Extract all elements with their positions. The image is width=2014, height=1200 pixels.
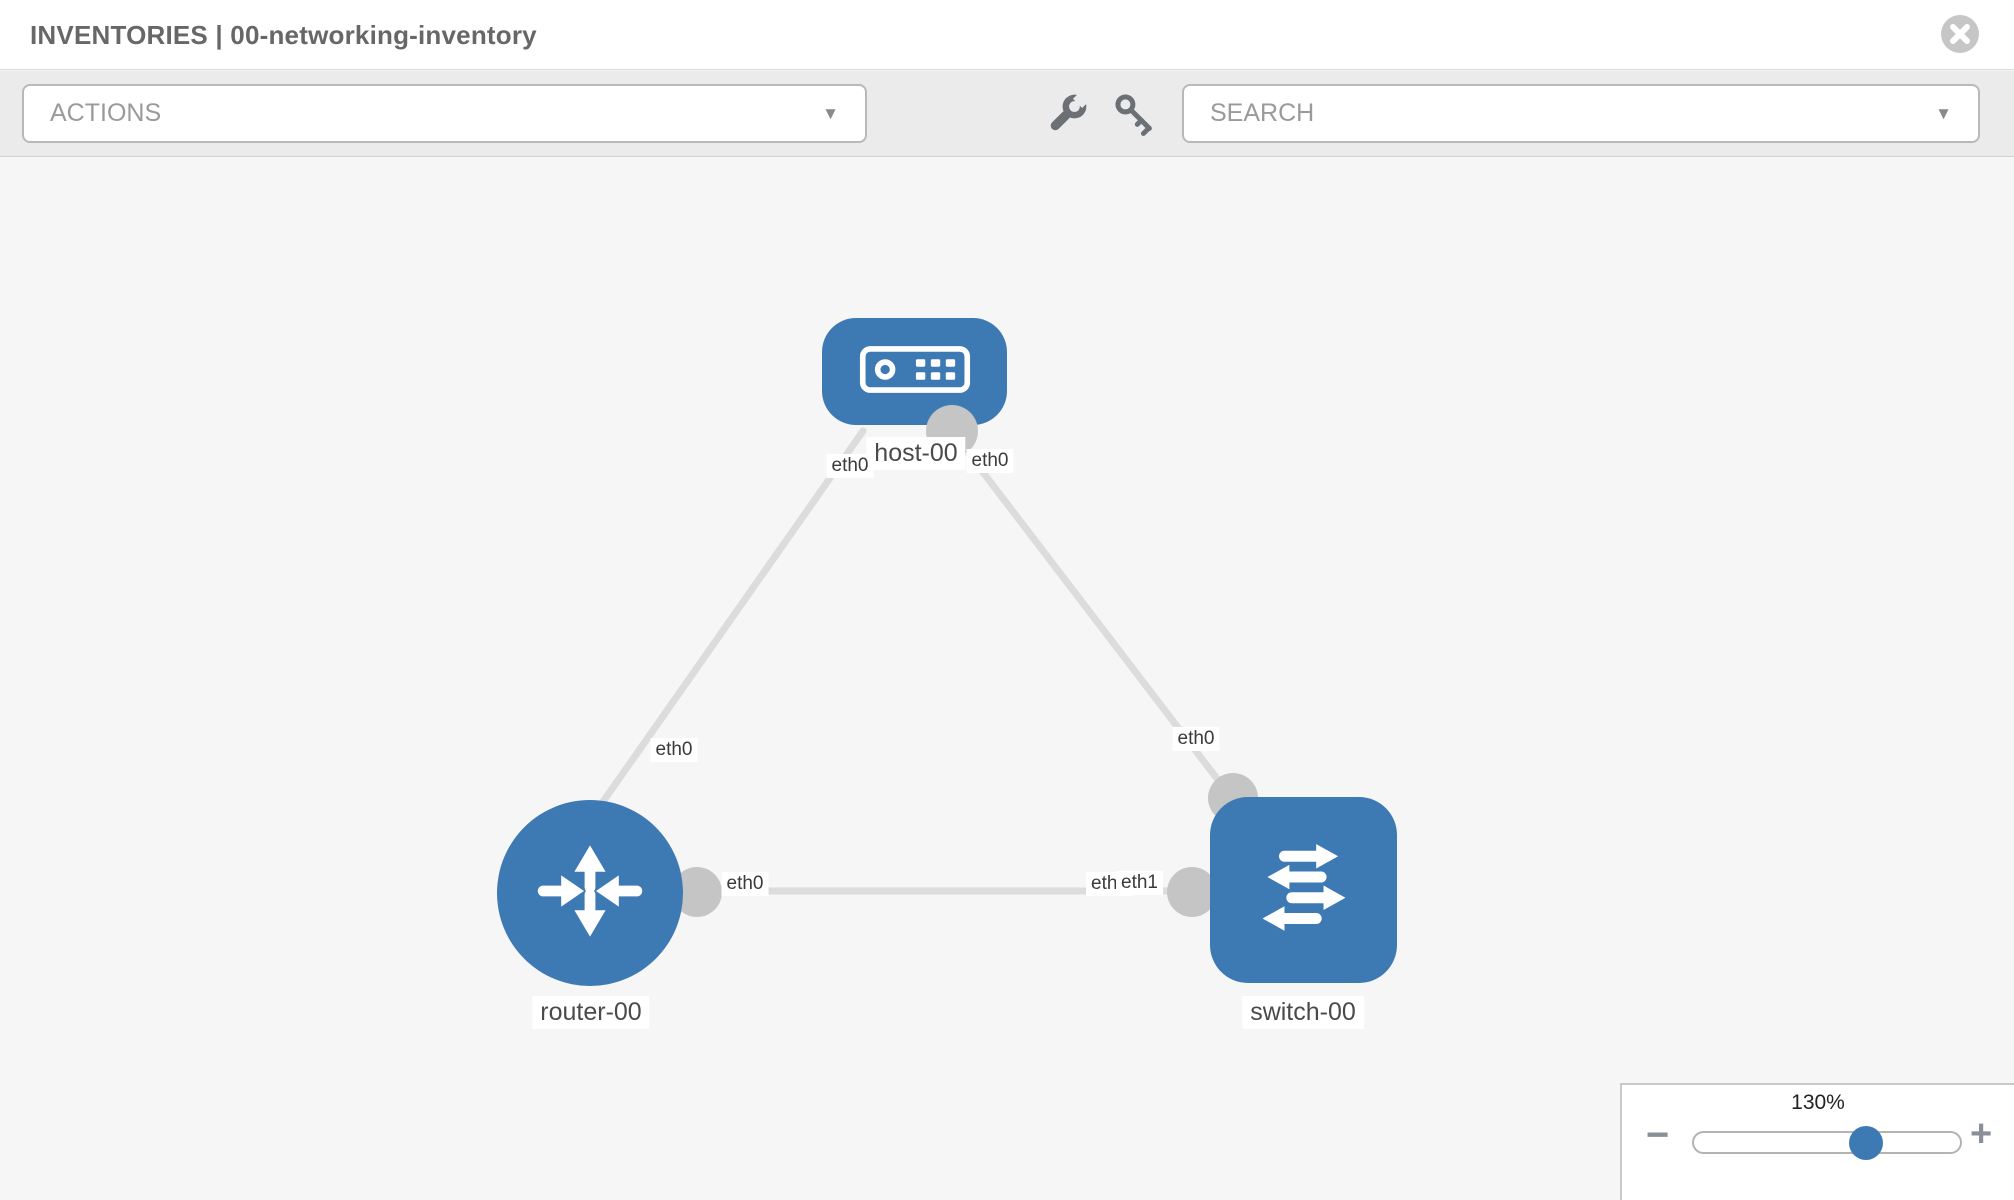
topology-canvas[interactable] xyxy=(0,157,2014,1200)
iface-label-switch-top: eth0 xyxy=(1172,727,1220,751)
link-lines xyxy=(596,427,1264,895)
iface-label-switch-front: eth1 xyxy=(1116,871,1163,895)
node-host-00[interactable] xyxy=(822,318,1007,425)
port-router-eth0[interactable] xyxy=(672,867,722,917)
search-placeholder: SEARCH xyxy=(1210,99,1315,127)
chevron-down-icon: ▼ xyxy=(822,104,839,123)
header-bar: INVENTORIES | 00-networking-inventory xyxy=(0,0,2014,70)
search-input[interactable]: SEARCH ▼ xyxy=(1182,84,1980,143)
node-label-switch: switch-00 xyxy=(1242,996,1364,1029)
chevron-down-icon: ▼ xyxy=(1935,104,1952,123)
port-switch-eth1[interactable] xyxy=(1167,867,1217,917)
zoom-slider[interactable] xyxy=(1692,1126,1962,1160)
zoom-slider-handle[interactable] xyxy=(1849,1126,1883,1160)
zoom-control-panel: 130% − + xyxy=(1620,1083,2014,1200)
zoom-level-text: 130% xyxy=(1791,1091,1845,1114)
actions-dropdown[interactable]: ACTIONS ▼ xyxy=(22,84,867,143)
node-label-router: router-00 xyxy=(532,996,650,1029)
link-router-host[interactable] xyxy=(596,427,867,810)
zoom-out-button[interactable]: − xyxy=(1646,1113,1670,1157)
iface-label-host-right: eth0 xyxy=(966,449,1014,473)
node-label-host: host-00 xyxy=(866,437,966,470)
close-icon[interactable] xyxy=(1941,15,1979,53)
page-title: INVENTORIES | 00-networking-inventory xyxy=(30,20,537,50)
node-router-00[interactable] xyxy=(497,800,683,986)
actions-dropdown-label: ACTIONS xyxy=(50,99,162,127)
toolbar: ACTIONS ▼ SEARCH ▼ xyxy=(0,71,2014,157)
switch-icon xyxy=(1243,827,1365,954)
host-icon xyxy=(859,345,971,399)
node-switch-00[interactable] xyxy=(1210,797,1397,983)
iface-label-router-right: eth0 xyxy=(721,872,769,896)
iface-label-router-top: eth0 xyxy=(650,738,698,762)
iface-label-host-left: eth0 xyxy=(826,454,874,478)
wrench-icon[interactable] xyxy=(1044,91,1090,137)
zoom-in-button[interactable]: + xyxy=(1970,1113,1993,1155)
router-icon xyxy=(530,831,650,956)
key-icon[interactable] xyxy=(1112,91,1158,137)
